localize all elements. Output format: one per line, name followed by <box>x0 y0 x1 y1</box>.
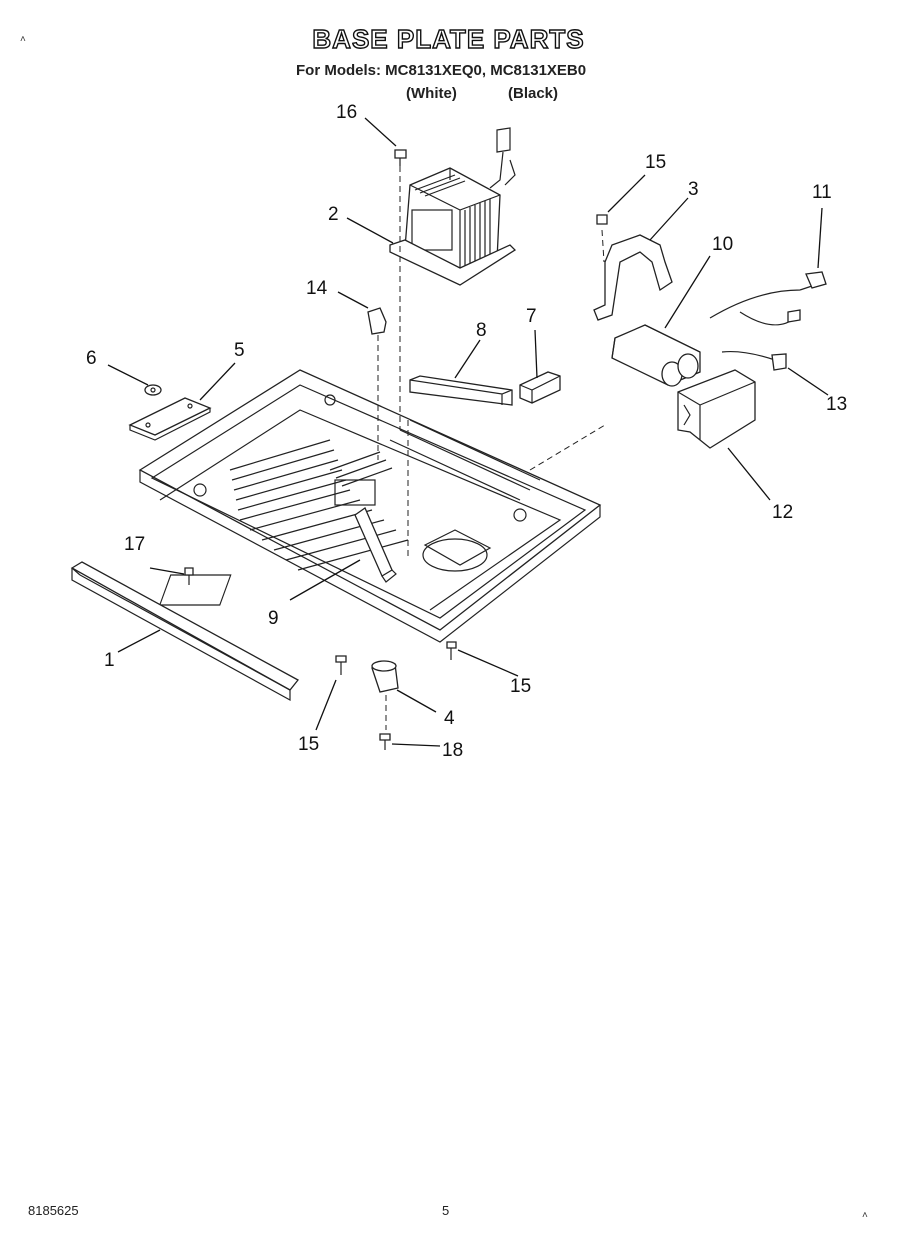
callout-15c: 15 <box>510 676 531 697</box>
callout-1: 1 <box>104 650 115 671</box>
assembly-line-b <box>529 424 606 471</box>
leader-lines <box>107 117 829 747</box>
corner-mark-bottom: ˄ <box>862 1210 868 1221</box>
callout-6: 6 <box>86 348 97 369</box>
callout-17: 17 <box>124 534 145 555</box>
callout-11: 11 <box>812 182 832 203</box>
part-18-screw <box>379 733 391 750</box>
part-3-bracket <box>593 214 673 321</box>
variant-white-label: (White) <box>406 85 457 102</box>
callout-2: 2 <box>328 204 339 225</box>
base-plate <box>138 369 602 643</box>
callout-8: 8 <box>476 320 487 341</box>
callout-3: 3 <box>688 179 699 200</box>
part-4-foot <box>371 660 399 730</box>
part-16-screw <box>394 149 407 430</box>
part-8-block <box>409 375 513 406</box>
part-14-clip <box>367 307 387 460</box>
part-11-wire-harness <box>709 271 827 326</box>
part-10-capacitor <box>611 324 701 387</box>
part-12-capacitor-cover <box>677 369 756 449</box>
callout-15a: 15 <box>645 152 666 173</box>
callout-14: 14 <box>306 278 328 299</box>
callout-7: 7 <box>526 306 537 327</box>
callout-10: 10 <box>712 234 733 255</box>
part-15-screw-left <box>335 655 347 675</box>
part-6-nut <box>144 384 162 396</box>
document-number: 8185625 <box>28 1203 79 1218</box>
callout-15b: 15 <box>298 734 319 755</box>
part-7-block <box>519 371 561 404</box>
part-15-screw-right <box>446 641 457 660</box>
part-13-wire <box>721 350 787 371</box>
variant-black-label: (Black) <box>508 85 559 102</box>
models-line: For Models: MC8131XEQ0, MC8131XEB0 <box>296 62 587 79</box>
callout-16: 16 <box>336 102 357 123</box>
page-number: 5 <box>442 1203 450 1218</box>
callout-13: 13 <box>826 394 847 415</box>
part-9-block <box>354 507 397 583</box>
callout-4: 4 <box>444 708 455 729</box>
callout-9: 9 <box>268 608 279 629</box>
part-1-trim-strip <box>70 561 299 702</box>
callout-5: 5 <box>234 340 245 361</box>
callout-12: 12 <box>772 502 793 523</box>
page-title: BASE PLATE PARTS <box>312 23 585 54</box>
part-2-transformer <box>389 127 517 286</box>
part-17-screw <box>184 567 194 585</box>
corner-mark-top: ˄ <box>20 34 26 45</box>
callout-18: 18 <box>442 740 463 761</box>
part-5-plate <box>128 397 212 441</box>
